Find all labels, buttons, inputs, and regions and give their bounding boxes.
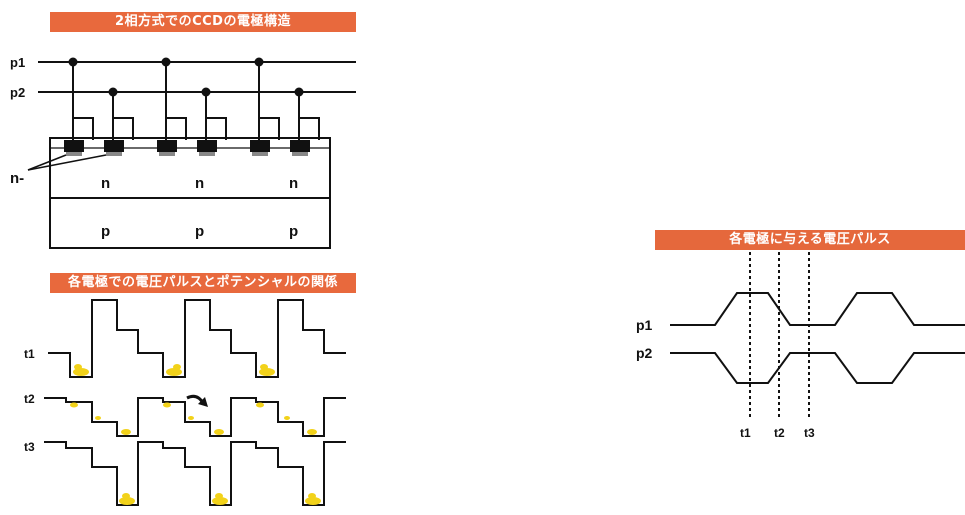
- voltage-pulse-diagram: p1 p2 t1 t2 t3: [636, 252, 965, 440]
- n-region-label: n: [289, 175, 298, 192]
- charge-transfer-arrowhead: [198, 397, 208, 407]
- n-minus-implant: [66, 152, 82, 156]
- t2-charge-packets: [70, 402, 317, 435]
- n-minus-implant: [159, 152, 175, 156]
- p1-pulse-label: p1: [636, 317, 653, 333]
- electrode-p1: [157, 140, 177, 152]
- t3-marker-label: t3: [804, 426, 815, 440]
- electrode-p2: [290, 140, 310, 152]
- p1-bus-label: p1: [10, 55, 25, 70]
- p-region-label: p: [101, 223, 110, 240]
- p2-contact-dot: [108, 87, 118, 97]
- n-minus-label: n-: [10, 170, 24, 187]
- p2-bus-label: p2: [10, 85, 25, 100]
- p-region-label: p: [195, 223, 204, 240]
- t1-potential-profile: [48, 299, 346, 378]
- potential-well-diagram: t1 t2 t3: [24, 299, 346, 506]
- n-minus-implant: [199, 152, 215, 156]
- p-region-label: p: [289, 223, 298, 240]
- t2-potential-profile: [44, 397, 346, 437]
- n-minus-implant: [106, 152, 122, 156]
- electrode-p2: [197, 140, 217, 152]
- banner-voltage-pulse: 各電極に与える電圧パルス: [655, 230, 965, 250]
- p1-contact-dot: [254, 57, 264, 67]
- t3-potential-profile: [44, 441, 346, 506]
- n-minus-implant: [252, 152, 268, 156]
- p1-waveform: [670, 292, 965, 326]
- electrode-p2: [104, 140, 124, 152]
- p2-contact-dot: [294, 87, 304, 97]
- electrode-p1: [250, 140, 270, 152]
- n-minus-pointer: [27, 154, 107, 171]
- p1-contact-dot: [161, 57, 171, 67]
- t1-row-label: t1: [24, 347, 35, 361]
- electrode-p1: [64, 140, 84, 152]
- p2-waveform: [670, 352, 965, 384]
- t1-charge-packets: [73, 364, 275, 376]
- n-minus-implant: [292, 152, 308, 156]
- t2-marker-label: t2: [774, 426, 785, 440]
- n-minus-pointer: [27, 154, 67, 171]
- substrate-block: [49, 137, 331, 249]
- n-region-label: n: [101, 175, 110, 192]
- t3-charge-packets: [119, 493, 321, 505]
- p2-contact-dot: [201, 87, 211, 97]
- electrode-structure-diagram: p1 p2: [10, 55, 356, 249]
- n-region-label: n: [195, 175, 204, 192]
- t3-row-label: t3: [24, 440, 35, 454]
- banner-electrode-structure: 2相方式でのCCDの電極構造: [50, 12, 356, 32]
- t2-row-label: t2: [24, 392, 35, 406]
- t1-marker-label: t1: [740, 426, 751, 440]
- banner-potential-relation: 各電極での電圧パルスとポテンシャルの関係: [50, 273, 356, 293]
- p2-pulse-label: p2: [636, 345, 653, 361]
- p1-contact-dot: [68, 57, 78, 67]
